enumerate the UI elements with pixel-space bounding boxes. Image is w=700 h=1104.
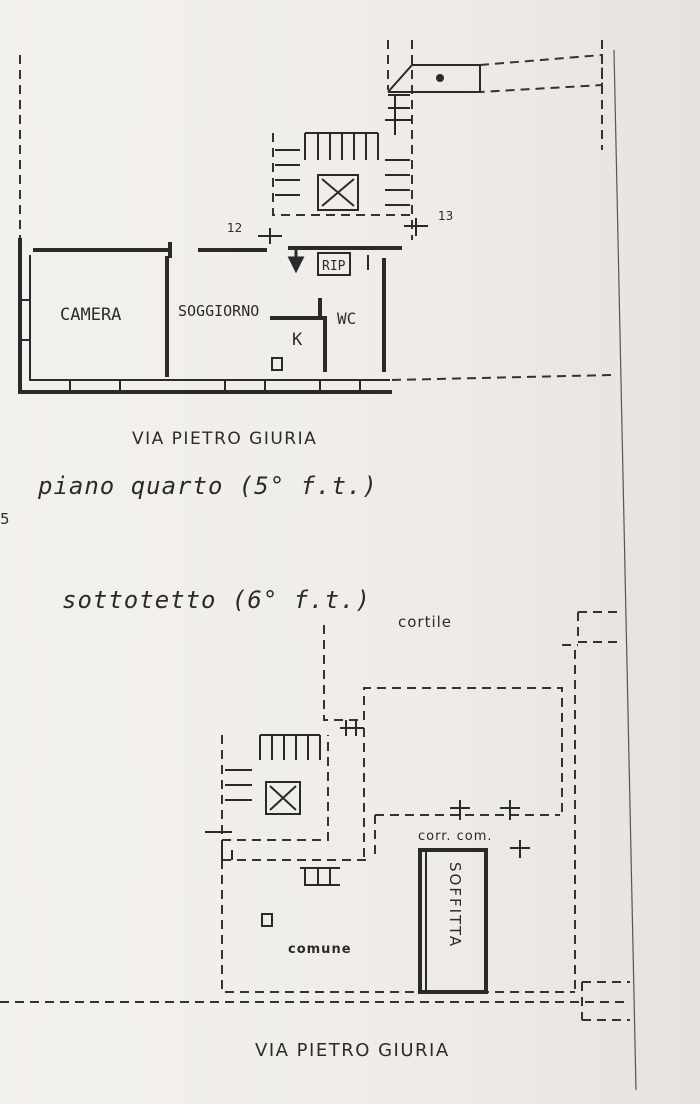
marker-label-13: 13 bbox=[438, 209, 453, 223]
room-label-comune: comune bbox=[288, 942, 352, 957]
room-label-soffitta: SOFFITTA bbox=[446, 862, 464, 948]
shaft-boundary bbox=[387, 40, 413, 240]
stair-boundary bbox=[272, 133, 412, 216]
north-wall bbox=[33, 242, 402, 258]
marker-ticks-lower bbox=[450, 800, 530, 858]
plan-sottotetto: sottotetto (6° f.t.) cortile SOFFITTA co… bbox=[0, 586, 630, 1061]
lift-cross-icon bbox=[321, 178, 355, 207]
lift-cross-icon-lower bbox=[269, 785, 297, 811]
tick-mark-lower bbox=[205, 831, 233, 860]
west-south-wall bbox=[18, 238, 392, 394]
marker-label-12: 12 bbox=[227, 221, 242, 235]
window bbox=[224, 379, 266, 393]
room-label-rip: RIP bbox=[322, 259, 346, 274]
attic-outline bbox=[221, 859, 575, 993]
partition-kitchen bbox=[270, 316, 327, 372]
stair-treads-top bbox=[304, 132, 379, 160]
street-label-upper: VIA PIETRO GIURIA bbox=[132, 429, 317, 449]
stairwell-bottom-right bbox=[581, 981, 630, 1021]
stair-treads-lower bbox=[259, 734, 321, 760]
room-label-camera: CAMERA bbox=[60, 305, 121, 325]
room-label-k: K bbox=[292, 330, 303, 350]
window bbox=[19, 299, 31, 341]
property-line bbox=[391, 374, 613, 381]
rip-closet bbox=[317, 252, 351, 276]
chimney-mark bbox=[271, 357, 283, 371]
room-label-wc: WC bbox=[337, 309, 356, 328]
plan-piano-quarto: CAMERA SOGGIORNO WC K RIP 12 13 VIA PIET… bbox=[0, 40, 613, 528]
stair-treads-lower-side bbox=[225, 769, 252, 801]
room-label-soggiorno: SOGGIORNO bbox=[178, 302, 259, 320]
paper-edge bbox=[613, 49, 637, 1091]
door-mark-lower bbox=[340, 720, 364, 736]
marker-tick-13 bbox=[404, 218, 428, 236]
marker-tick-12 bbox=[258, 228, 282, 244]
stairwell-right bbox=[562, 611, 618, 646]
floor-title-piano-quarto: piano quarto (5° f.t.) bbox=[37, 472, 378, 500]
neighbour-boundary bbox=[479, 53, 603, 93]
courtyard-boundary bbox=[323, 625, 563, 815]
inner-wall-line bbox=[29, 255, 390, 381]
street-label-lower: VIA PIETRO GIURIA bbox=[255, 1040, 450, 1061]
lift-shaft bbox=[317, 174, 359, 211]
soffitta-room bbox=[418, 848, 488, 994]
window bbox=[319, 379, 361, 393]
balcony-outline bbox=[387, 64, 481, 93]
common-area-boundary bbox=[363, 728, 560, 860]
stair-flight-lower bbox=[300, 867, 340, 886]
stair-treads-side bbox=[275, 149, 410, 206]
pipe-mark-icon bbox=[436, 74, 444, 82]
chimney-mark-lower bbox=[261, 913, 273, 927]
stair-top-flight bbox=[388, 94, 410, 135]
entrance-arrow-icon bbox=[287, 248, 305, 274]
corridor-label: corr. com. bbox=[418, 829, 493, 844]
floor-title-sottotetto: sottotetto (6° f.t.) bbox=[62, 586, 371, 614]
lift-shaft-lower bbox=[265, 781, 301, 815]
courtyard-label: cortile bbox=[398, 613, 452, 631]
window bbox=[69, 379, 121, 393]
stair-boundary-lower bbox=[221, 735, 329, 841]
edge-mark: 5 bbox=[0, 510, 10, 528]
